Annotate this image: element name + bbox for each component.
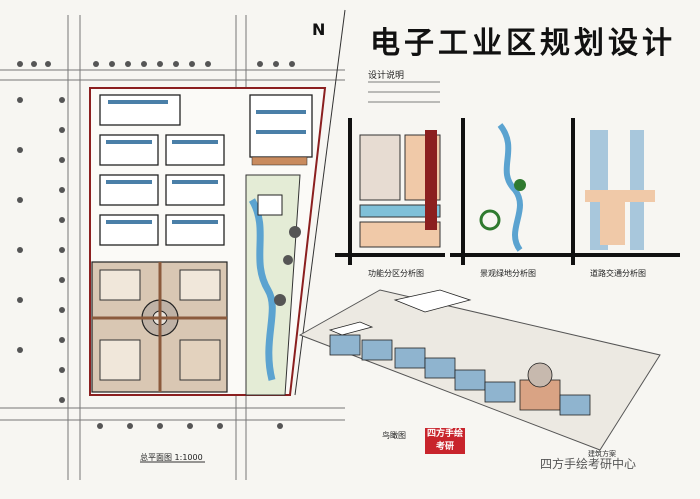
birdseye-label: 鸟瞰图 [382, 431, 406, 440]
landscape-diagram [450, 118, 560, 265]
landscape-analysis-label: 景观绿地分析图 [480, 269, 536, 278]
roof-stripes [106, 100, 306, 224]
watermark: 四方手绘考研中心 [540, 457, 637, 471]
function-zoning-label: 功能分区分析图 [368, 269, 424, 278]
description-lines [368, 81, 440, 103]
street-trees [17, 61, 295, 429]
plan-label: 总平面图 1:1000 [140, 453, 203, 462]
birdseye-buildings [328, 289, 591, 416]
brand-stamp: 四方手绘 考研 [425, 428, 465, 454]
design-description-label: 设计说明 [368, 71, 405, 81]
dimension-note: 建筑方案 [588, 450, 616, 458]
north-arrow-label: N [312, 20, 326, 39]
function-zoning-diagram [335, 118, 445, 265]
stream [248, 198, 276, 381]
central-complex [91, 261, 228, 393]
stamp-line1: 四方手绘 [426, 429, 463, 439]
traffic-diagram [560, 118, 680, 265]
page-title: 电子工业区规划设计 [370, 26, 676, 61]
plaza-paving [251, 156, 308, 166]
stamp-line2: 考研 [435, 442, 454, 452]
traffic-analysis-label: 道路交通分析图 [590, 269, 646, 278]
